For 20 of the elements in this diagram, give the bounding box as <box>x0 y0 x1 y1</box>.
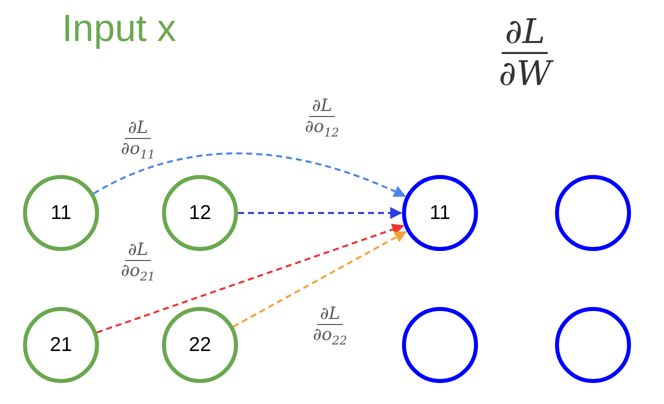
fraction-numerator: ∂L <box>502 12 548 54</box>
node-label: 22 <box>188 334 212 356</box>
node-label: 21 <box>50 334 72 356</box>
dashed-arrow <box>96 224 404 334</box>
dashed-arrow <box>232 230 407 328</box>
fraction-numerator: ∂L <box>316 304 344 325</box>
node-label: 11 <box>50 202 72 224</box>
fraction-numerator: ∂L <box>124 118 152 139</box>
fraction-denominator: ∂o$_{22}$ <box>312 325 348 348</box>
dashed-arrow <box>238 207 402 219</box>
node-label: 11 <box>430 202 450 224</box>
fraction-denominator: ∂o$_{21}$ <box>120 261 156 284</box>
dashed-arrow <box>93 152 406 198</box>
fraction-numerator: ∂L <box>308 96 336 117</box>
fraction-numerator: ∂L <box>124 240 152 261</box>
node-label: 12 <box>188 202 212 224</box>
fraction-denominator: ∂o$_{11}$ <box>120 139 156 162</box>
grid-title: Input x <box>62 8 176 51</box>
fraction-denominator: ∂o$_{12}$ <box>304 117 340 140</box>
fraction-denominator: ∂W <box>498 54 554 94</box>
